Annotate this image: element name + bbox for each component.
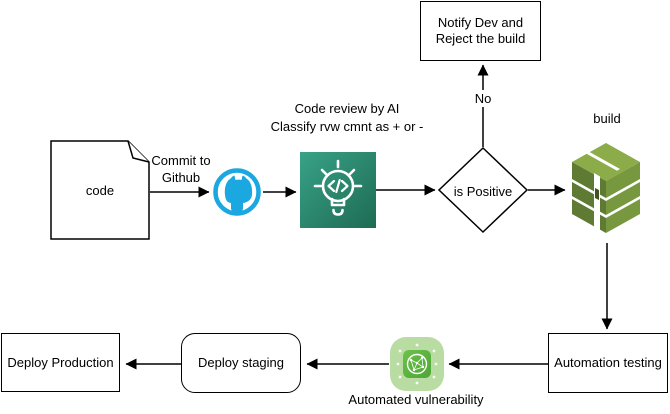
code-node: code — [50, 140, 150, 240]
decision-label: is Positive — [453, 184, 513, 199]
github-node — [212, 167, 262, 217]
code-review-caption-line1: Code review by AI — [294, 101, 400, 116]
github-octocat-icon — [213, 168, 261, 216]
notify-node: Notify Dev and Reject the build — [420, 1, 541, 61]
build-label: build — [593, 111, 621, 126]
vulnerability-label: Automated vulnerability — [348, 392, 484, 407]
code-label: code — [85, 182, 115, 198]
document-icon — [50, 140, 150, 240]
deploy-production-node: Deploy Production — [1, 333, 120, 392]
code-review-node — [300, 152, 376, 228]
no-edge-label: No — [470, 90, 496, 107]
commit-edge-label: Commit to Github — [151, 153, 211, 185]
deploy-staging-node: Deploy staging — [181, 333, 301, 393]
build-node — [570, 141, 642, 243]
lightbulb-code-icon — [300, 152, 376, 228]
codebuild-cube-icon — [572, 143, 640, 233]
automation-testing-node: Automation testing — [548, 333, 668, 393]
code-review-caption: Code review by AI Classify rvw cmnt as +… — [252, 100, 442, 136]
code-review-caption-line2: Classify rvw cmnt as + or - — [270, 119, 424, 134]
inspector-scan-icon — [390, 337, 444, 391]
vulnerability-node — [390, 337, 444, 391]
